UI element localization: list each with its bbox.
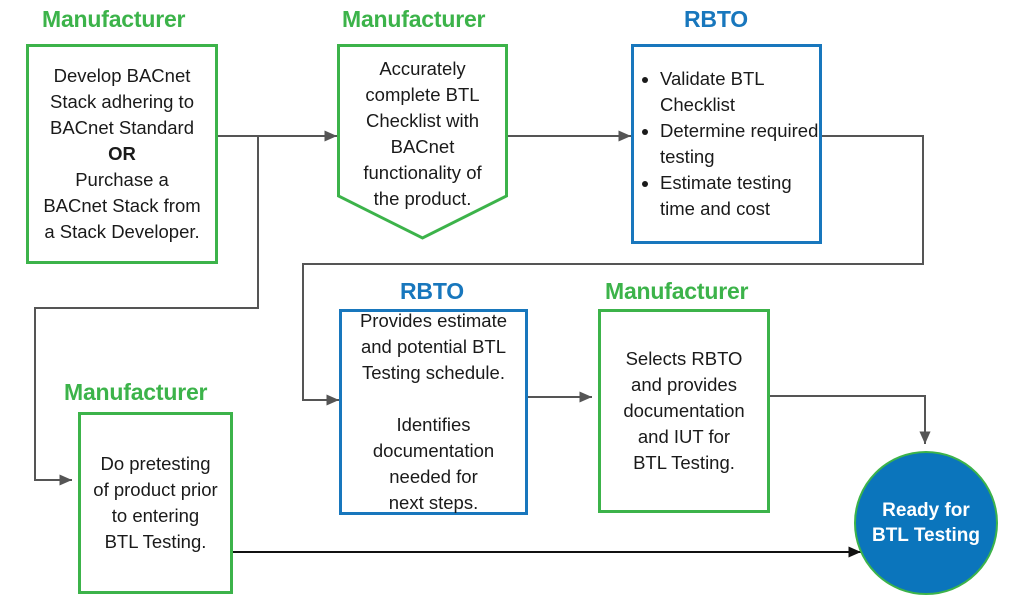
text-line: Do pretesting xyxy=(100,453,211,474)
text-line: BTL Testing. xyxy=(104,531,207,552)
text-line: BACnet xyxy=(390,136,455,157)
role-label-develop-stack: Manufacturer xyxy=(42,6,186,32)
node-validate-checklist[interactable]: Validate BTL Checklist Determine require… xyxy=(631,44,822,244)
text-line: to entering xyxy=(111,505,200,526)
node-develop-stack[interactable]: Develop BACnet Stack adhering to BACnet … xyxy=(26,44,218,264)
role-label-do-pretesting: Manufacturer xyxy=(64,379,208,405)
text-line: complete BTL xyxy=(365,84,480,105)
list-item: Validate BTL Checklist xyxy=(660,66,819,118)
text-line: Selects RBTO xyxy=(625,348,743,369)
node-develop-stack-text: Develop BACnet Stack adhering to BACnet … xyxy=(29,63,215,245)
connector-selects-to-terminal xyxy=(770,395,931,444)
role-label-validate-checklist: RBTO xyxy=(684,6,748,32)
text-line: and IUT for xyxy=(637,426,731,447)
text-line: BTL Testing. xyxy=(633,452,735,473)
text-or-divider: OR xyxy=(108,143,136,164)
text-line: and potential BTL xyxy=(360,336,507,357)
node-do-pretesting-text: Do pretesting of product prior to enteri… xyxy=(81,451,230,555)
text-line: BACnet Standard xyxy=(50,117,194,138)
terminal-label: Ready for BTL Testing xyxy=(872,498,980,548)
node-provides-estimate-text: Provides estimate and potential BTL Test… xyxy=(342,308,525,516)
paragraph-spacer xyxy=(346,386,521,412)
text-line: Testing schedule. xyxy=(362,362,505,383)
text-line: Stack adhering to xyxy=(50,91,194,112)
role-label-provides-estimate: RBTO xyxy=(400,278,464,304)
text-line: of product prior xyxy=(93,479,218,500)
text-line: BTL Testing xyxy=(871,525,981,546)
text-line: Provides estimate xyxy=(359,310,508,331)
text-line: Identifies xyxy=(396,414,471,435)
text-line: Purchase a xyxy=(75,169,169,190)
text-line: functionality of xyxy=(363,162,482,183)
node-selects-rbto[interactable]: Selects RBTO and provides documentation … xyxy=(598,309,770,513)
text-line: Develop BACnet xyxy=(53,65,191,86)
role-label-selects-rbto: Manufacturer xyxy=(605,278,749,304)
list-item: Estimate testing time and cost xyxy=(660,170,819,222)
text-line: documentation xyxy=(372,440,495,461)
text-line: Accurately xyxy=(379,58,466,79)
text-line: documentation xyxy=(623,400,745,421)
text-line: needed for xyxy=(389,466,478,487)
text-line: next steps. xyxy=(388,492,479,513)
role-label-complete-checklist: Manufacturer xyxy=(342,6,486,32)
text-line: Checklist with xyxy=(365,110,480,131)
node-do-pretesting[interactable]: Do pretesting of product prior to enteri… xyxy=(78,412,233,594)
node-selects-rbto-text: Selects RBTO and provides documentation … xyxy=(601,346,767,476)
text-line: and provides xyxy=(631,374,737,395)
pentagon-outline xyxy=(337,44,508,240)
text-line: Ready for xyxy=(882,500,970,521)
text-line: a Stack Developer. xyxy=(44,221,200,242)
node-complete-checklist-text: Accurately complete BTL Checklist with B… xyxy=(337,56,508,212)
node-provides-estimate[interactable]: Provides estimate and potential BTL Test… xyxy=(339,309,528,515)
text-line: BACnet Stack from xyxy=(43,195,201,216)
node-terminal-ready-for-btl-testing[interactable]: Ready for BTL Testing xyxy=(854,451,998,595)
list-item: Determine required testing xyxy=(660,118,819,170)
text-line: the product. xyxy=(373,188,472,209)
node-complete-checklist[interactable]: Accurately complete BTL Checklist with B… xyxy=(337,44,508,240)
node-validate-checklist-list: Validate BTL Checklist Determine require… xyxy=(634,66,819,222)
